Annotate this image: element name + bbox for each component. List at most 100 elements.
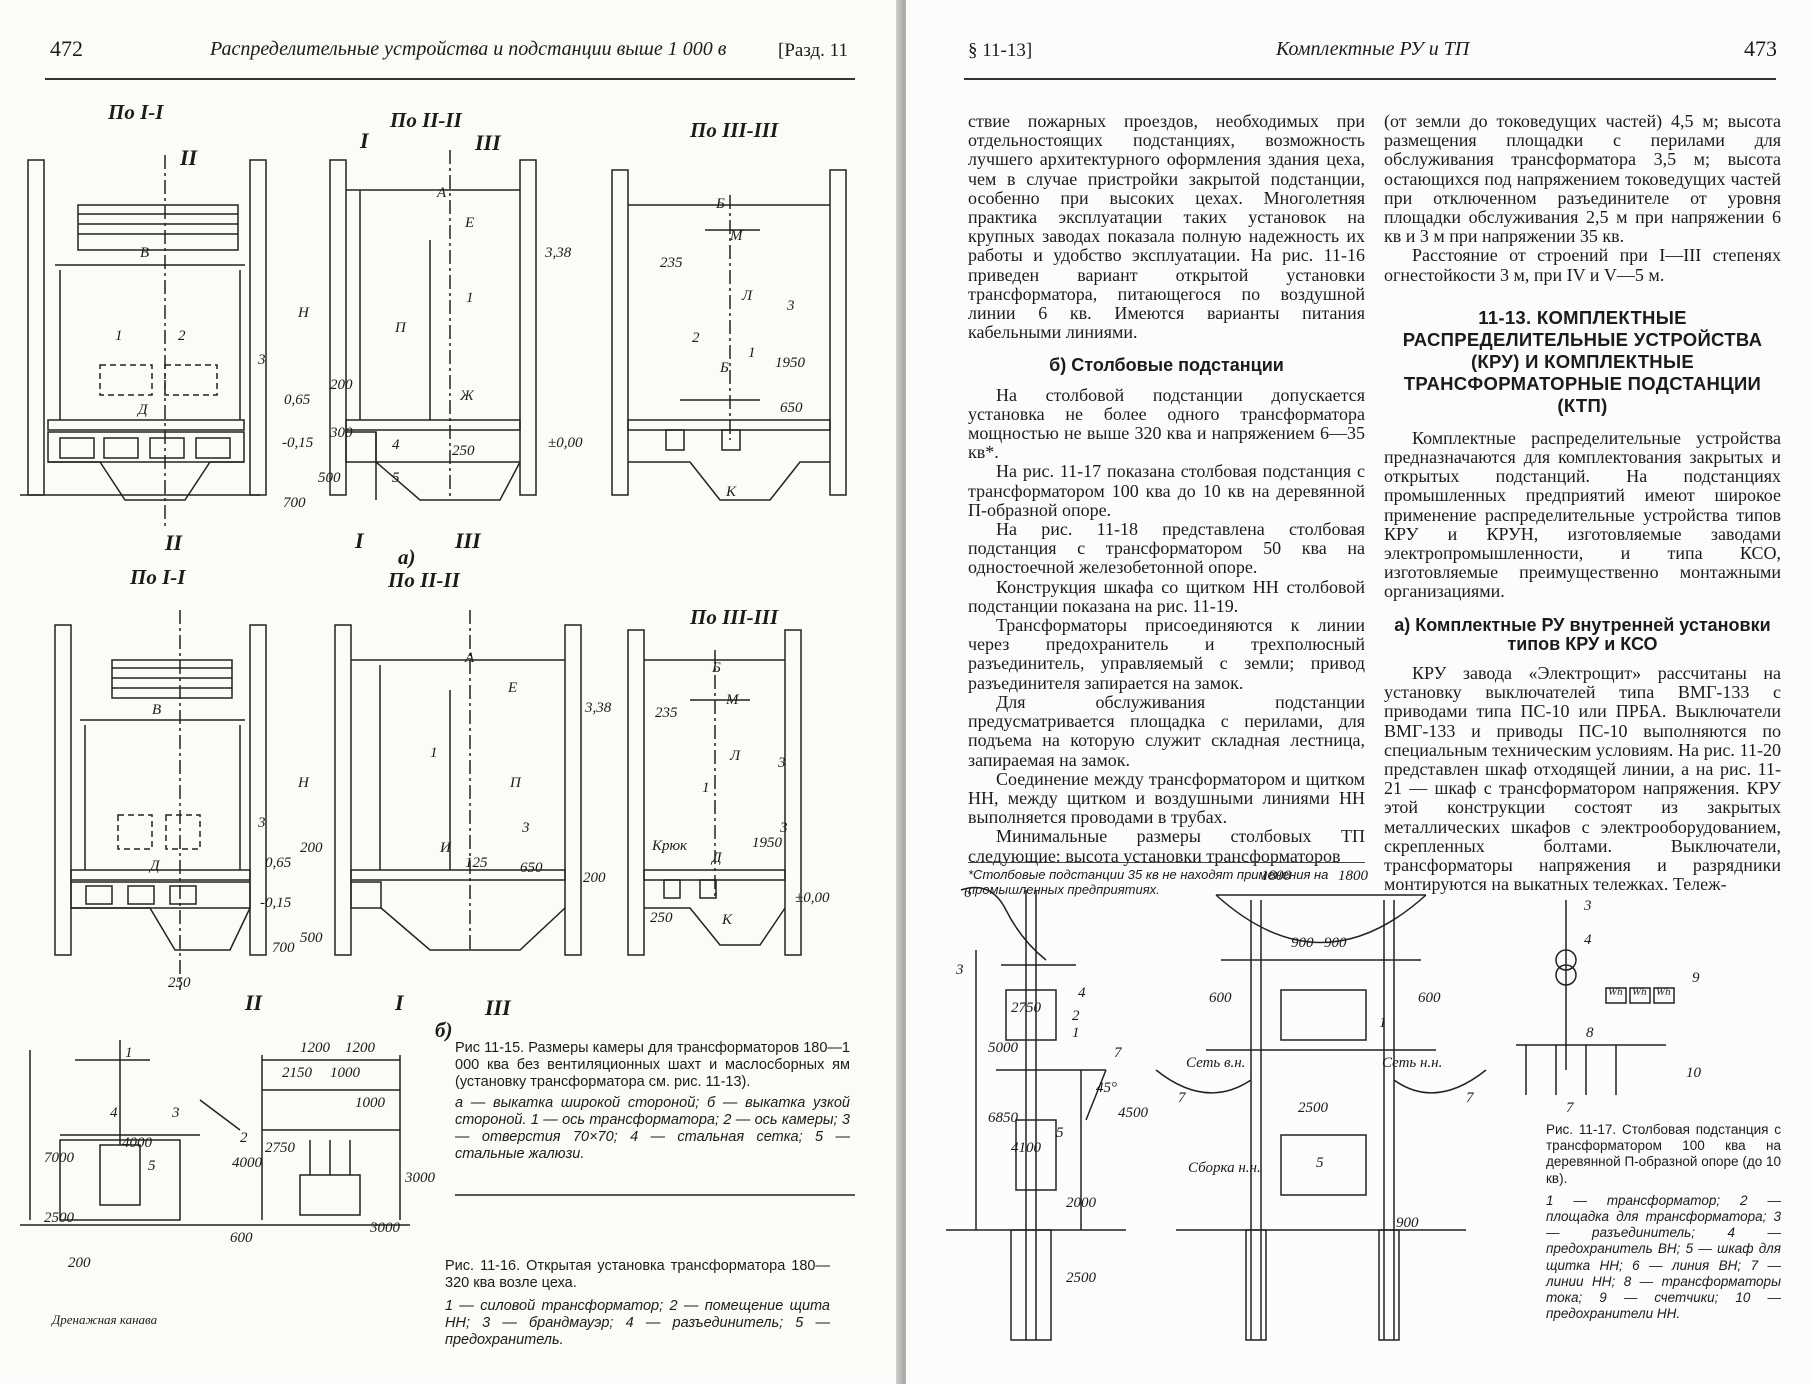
dim-label: 1200 bbox=[345, 1040, 375, 1056]
dim-label: 1950 bbox=[752, 835, 782, 851]
dim-label: 500 bbox=[300, 930, 323, 946]
paragraph: Комплектные распределительные устройства… bbox=[1384, 427, 1781, 602]
dim-label: 1800 bbox=[1261, 868, 1291, 884]
dim-label: 2500 bbox=[1298, 1100, 1328, 1116]
dim-label: 250 bbox=[168, 975, 191, 991]
dim-label: 3 bbox=[258, 352, 266, 368]
dim-label: 4 bbox=[110, 1105, 118, 1121]
dim-label: 1 bbox=[702, 780, 710, 796]
dim-label: -0,15 bbox=[260, 895, 292, 911]
dim-label: 5 bbox=[1316, 1155, 1324, 1171]
dim-label: П bbox=[395, 320, 406, 336]
left-page: 472 Распределительные устройства и подст… bbox=[0, 0, 900, 1384]
dim-label: 3 bbox=[787, 298, 795, 314]
dim-label: 1 bbox=[125, 1045, 133, 1061]
dim-label: 3000 bbox=[405, 1170, 435, 1186]
dim-label: Е bbox=[508, 680, 518, 696]
dim-label: 1200 bbox=[300, 1040, 330, 1056]
view-label: По II-II bbox=[390, 108, 462, 132]
figure-11-16-caption: Рис. 11-16. Открытая установка трансформ… bbox=[445, 1258, 830, 1349]
dim-label: 2000 bbox=[1066, 1195, 1096, 1211]
dim-label: Е bbox=[465, 215, 475, 231]
dim-label: 235 bbox=[660, 255, 683, 271]
dim-label: 700 bbox=[272, 940, 295, 956]
dim-label: 7 bbox=[1466, 1090, 1474, 1106]
dim-label: Сеть н.н. bbox=[1382, 1055, 1443, 1071]
caption-legend: а — выкатка широкой стороной; б — выкатк… bbox=[455, 1095, 850, 1162]
dim-label: 1 bbox=[115, 328, 123, 344]
paragraph: ствие пожарных проездов, необходимых при… bbox=[968, 111, 1365, 343]
caption-legend: 1 — трансформатор; 2 — площадка для тран… bbox=[1546, 1192, 1781, 1322]
dim-label: 200 bbox=[330, 377, 353, 393]
dim-label: 4000 bbox=[122, 1135, 152, 1151]
cut-mark: III bbox=[455, 528, 481, 553]
paragraph: Для обслуживания подстанции предусматрив… bbox=[968, 691, 1365, 770]
view-label: По I-I bbox=[108, 100, 164, 124]
dim-label: Д bbox=[150, 858, 160, 874]
dim-label: 1 bbox=[748, 345, 756, 361]
dim-label: 2 bbox=[178, 328, 186, 344]
dim-label: 3 bbox=[522, 820, 530, 836]
cut-mark: II bbox=[245, 990, 263, 1015]
cut-mark: I bbox=[360, 128, 369, 153]
dim-label: 200 bbox=[583, 870, 606, 886]
dim-label: Wh bbox=[1656, 986, 1671, 998]
figure-b-label: б) bbox=[435, 1018, 453, 1042]
subsection-heading: б) Столбовые подстанции bbox=[1049, 355, 1284, 376]
dim-label: 4 bbox=[1078, 985, 1086, 1001]
view-label: По II-II bbox=[388, 568, 460, 592]
dim-label: 500 bbox=[318, 470, 341, 486]
dim-label: 8 bbox=[1586, 1025, 1594, 1041]
left-page-number: 472 bbox=[50, 36, 83, 61]
dim-label: 250 bbox=[452, 443, 475, 459]
dim-label: 2750 bbox=[1011, 1000, 1041, 1016]
dim-label: 700 bbox=[283, 495, 306, 511]
subsection-heading: а) Комплектные РУ внутренней установки т… bbox=[1394, 614, 1771, 654]
dim-label: Сборка н.н. bbox=[1188, 1160, 1261, 1176]
dim-label: 3 bbox=[172, 1105, 180, 1121]
dim-label: 1800 bbox=[1338, 868, 1368, 884]
dim-label: 1 bbox=[1379, 1015, 1387, 1031]
dim-label: 0,65 bbox=[284, 392, 311, 408]
dim-label: 7 bbox=[1178, 1090, 1186, 1106]
dim-label: Н bbox=[298, 305, 309, 321]
dim-label: А bbox=[437, 185, 447, 201]
dim-label: 200 bbox=[68, 1255, 91, 1271]
left-header-rule bbox=[45, 78, 855, 80]
text-column-1: ствие пожарных проездов, необходимых при… bbox=[968, 111, 1365, 866]
left-running-title: Распределительные устройства и подстанци… bbox=[210, 38, 727, 60]
dim-label: 900 bbox=[1396, 1215, 1419, 1231]
cut-mark: III bbox=[485, 995, 511, 1020]
dim-label: 900 bbox=[1324, 935, 1347, 951]
paragraph: Трансформаторы присоединяются к линии че… bbox=[968, 615, 1365, 693]
dim-label: 9 bbox=[1692, 970, 1700, 986]
dim-label: ±0,00 bbox=[795, 890, 830, 906]
paragraph: Соединение между трансформатором и щитко… bbox=[968, 768, 1365, 828]
caption-title: Рис. 11-17. Столбовая подстанция с транс… bbox=[1546, 1122, 1781, 1186]
view-label: По III-III bbox=[690, 118, 779, 142]
paragraph: На столбовой подстанции допускается уста… bbox=[968, 384, 1365, 463]
dim-label: 2150 bbox=[282, 1065, 312, 1081]
paragraph: (от земли до токоведущих частей) 4,5 м; … bbox=[1384, 111, 1781, 247]
dim-label: И bbox=[440, 840, 451, 856]
paragraph: Конструкция шкафа со щитком НН столбовой… bbox=[968, 576, 1365, 616]
dim-label: 3 bbox=[1584, 898, 1592, 914]
paragraph: На рис. 11-18 представлена столбовая под… bbox=[968, 519, 1365, 578]
dim-label: 4 bbox=[392, 437, 400, 453]
dim-label: 200 bbox=[300, 840, 323, 856]
dim-label: 2 bbox=[692, 330, 700, 346]
caption-title: Рис. 11-16. Открытая установка трансформ… bbox=[445, 1258, 830, 1291]
cut-mark: I bbox=[355, 528, 364, 553]
dim-label: 1000 bbox=[355, 1095, 385, 1111]
dim-label: 0,65 bbox=[265, 855, 292, 871]
dim-label: М bbox=[730, 228, 743, 244]
dim-label: 7 bbox=[1114, 1045, 1122, 1061]
dim-label: Wh bbox=[1608, 986, 1623, 998]
dim-label: В bbox=[152, 702, 162, 718]
dim-label: 1 bbox=[1072, 1025, 1080, 1041]
dim-label: 650 bbox=[520, 860, 543, 876]
dim-label: 125 bbox=[465, 855, 488, 871]
cut-mark: II bbox=[180, 145, 198, 170]
dim-label: 3 bbox=[956, 962, 964, 978]
dim-label: 7 bbox=[1566, 1100, 1574, 1116]
